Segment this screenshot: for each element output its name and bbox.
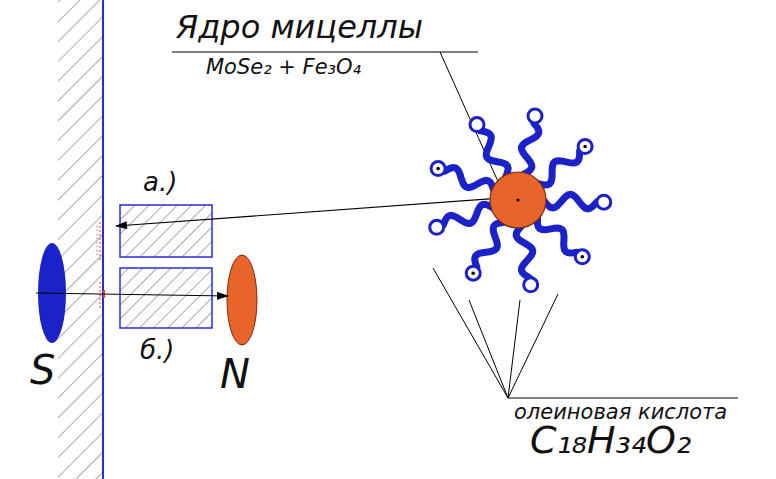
acid-tail — [537, 217, 577, 253]
acid-head — [466, 266, 480, 280]
acid-leaders — [433, 268, 738, 398]
acid-tail — [480, 131, 508, 177]
acid-tail — [522, 123, 539, 175]
head-dot — [471, 271, 475, 275]
acid-tail — [445, 168, 494, 191]
formula-label: MoSe₂ + Fe₃O₄ — [206, 56, 361, 79]
head-dot — [436, 167, 440, 171]
head-dot — [581, 255, 585, 259]
n-pole — [227, 255, 257, 345]
acid-head — [575, 250, 589, 264]
formula-label: C₁₈H₃₄O₂ — [530, 420, 691, 462]
acid-head — [528, 109, 542, 123]
wall-surface — [102, 0, 104, 479]
title-label: Ядро мицеллы — [176, 10, 423, 45]
acid-head — [578, 140, 592, 154]
acid-tail — [544, 194, 597, 209]
case-label: б.) — [140, 336, 174, 365]
core-center — [517, 199, 520, 202]
oleic-acid-tails — [430, 109, 611, 292]
case-label: а.) — [143, 168, 177, 197]
micelle-core — [490, 172, 546, 228]
acid-head — [431, 162, 445, 176]
sample-box-b — [120, 268, 212, 328]
deposit-marks — [97, 222, 104, 310]
acid-tail — [475, 222, 505, 267]
acid-tail — [516, 226, 533, 278]
pole-label: N — [220, 352, 250, 396]
title-underline — [172, 51, 478, 52]
acid-head — [524, 278, 538, 292]
head-dot — [583, 145, 587, 149]
acid-tail — [538, 151, 579, 185]
pole-label: S — [30, 348, 55, 392]
acid-tail — [443, 204, 493, 225]
core-arrow — [116, 197, 516, 226]
acid-head — [597, 195, 611, 209]
acid-head — [430, 220, 444, 234]
field-arrow — [36, 293, 228, 296]
sample-box-a — [120, 205, 212, 257]
acid-head — [470, 118, 484, 132]
wall-hatching — [58, 0, 103, 479]
